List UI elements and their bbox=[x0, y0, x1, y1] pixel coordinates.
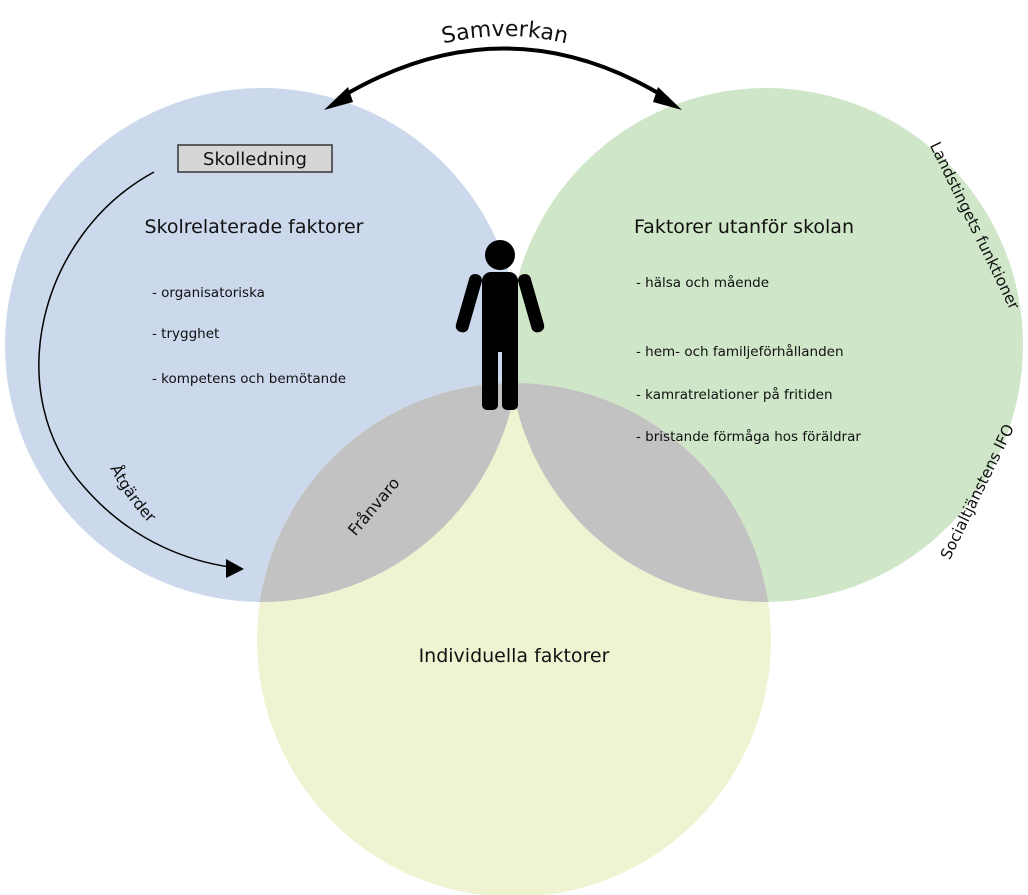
overlap-right bbox=[509, 383, 771, 602]
bottom-title: Individuella faktorer bbox=[419, 645, 610, 667]
right-item: - bristande förmåga hos föräldrar bbox=[636, 428, 861, 445]
right-item: - hem- och familjeförhållanden bbox=[636, 343, 844, 360]
right-item: - hälsa och mående bbox=[636, 274, 769, 291]
samverkan-arrow bbox=[324, 46, 682, 110]
left-item: - organisatoriska bbox=[152, 285, 265, 301]
overlap-left bbox=[257, 383, 519, 602]
skolledning-box bbox=[177, 144, 333, 173]
right-item: - kamratrelationer på fritiden bbox=[636, 386, 833, 403]
skolledning-label: Skolledning bbox=[203, 149, 307, 170]
samverkan-label: Samverkan bbox=[439, 17, 570, 49]
atgarder-arrow bbox=[38, 171, 244, 578]
person-icon bbox=[455, 240, 545, 410]
left-title: Skolrelaterade faktorer bbox=[145, 216, 364, 238]
left-item: - trygghet bbox=[152, 326, 219, 342]
right-title: Faktorer utanför skolan bbox=[634, 216, 854, 238]
left-item: - kompetens och bemötande bbox=[152, 371, 346, 387]
